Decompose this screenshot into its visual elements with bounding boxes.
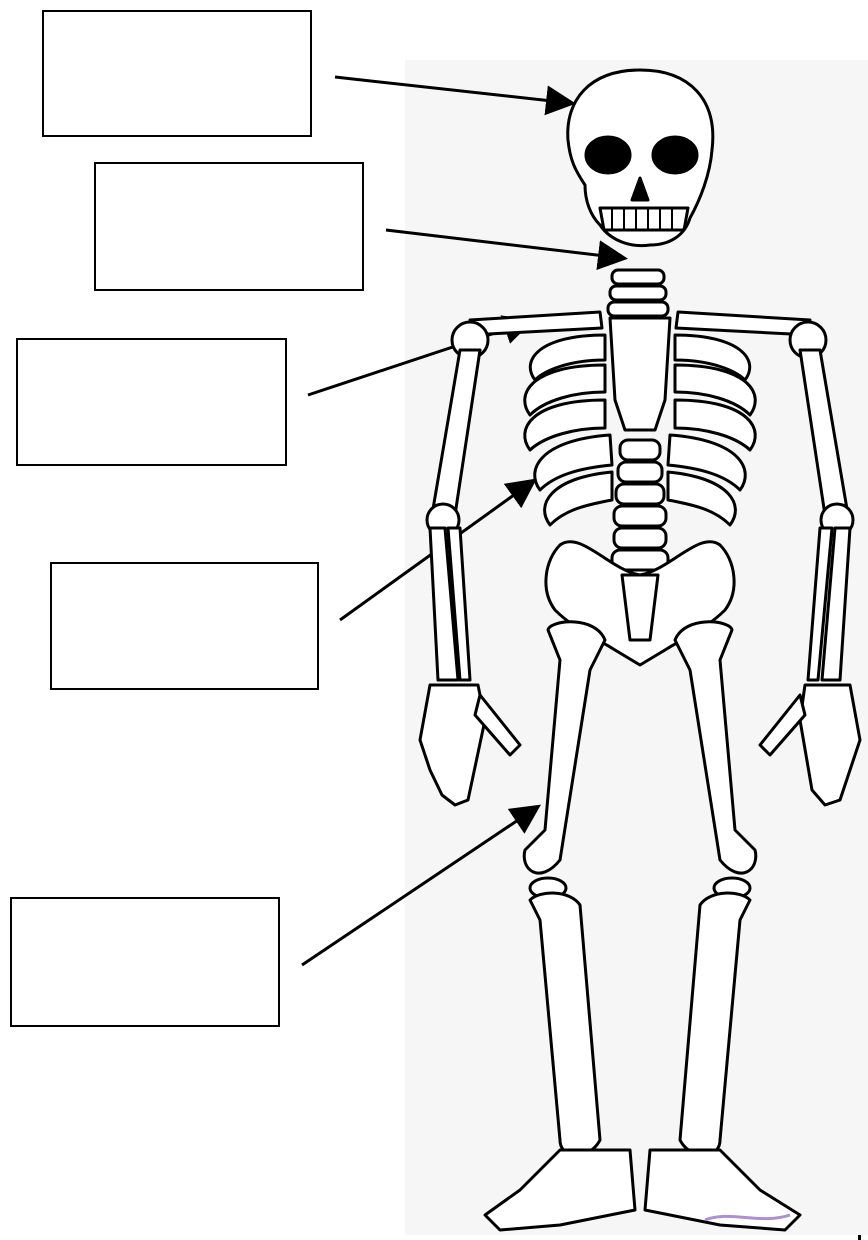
- neck-vertebra: [612, 270, 664, 284]
- teeth: [600, 208, 688, 230]
- sternum: [610, 318, 670, 430]
- spine-vertebra: [620, 440, 660, 460]
- eye-socket-right: [653, 137, 697, 173]
- sacrum: [622, 575, 658, 640]
- eye-socket-left: [586, 137, 630, 173]
